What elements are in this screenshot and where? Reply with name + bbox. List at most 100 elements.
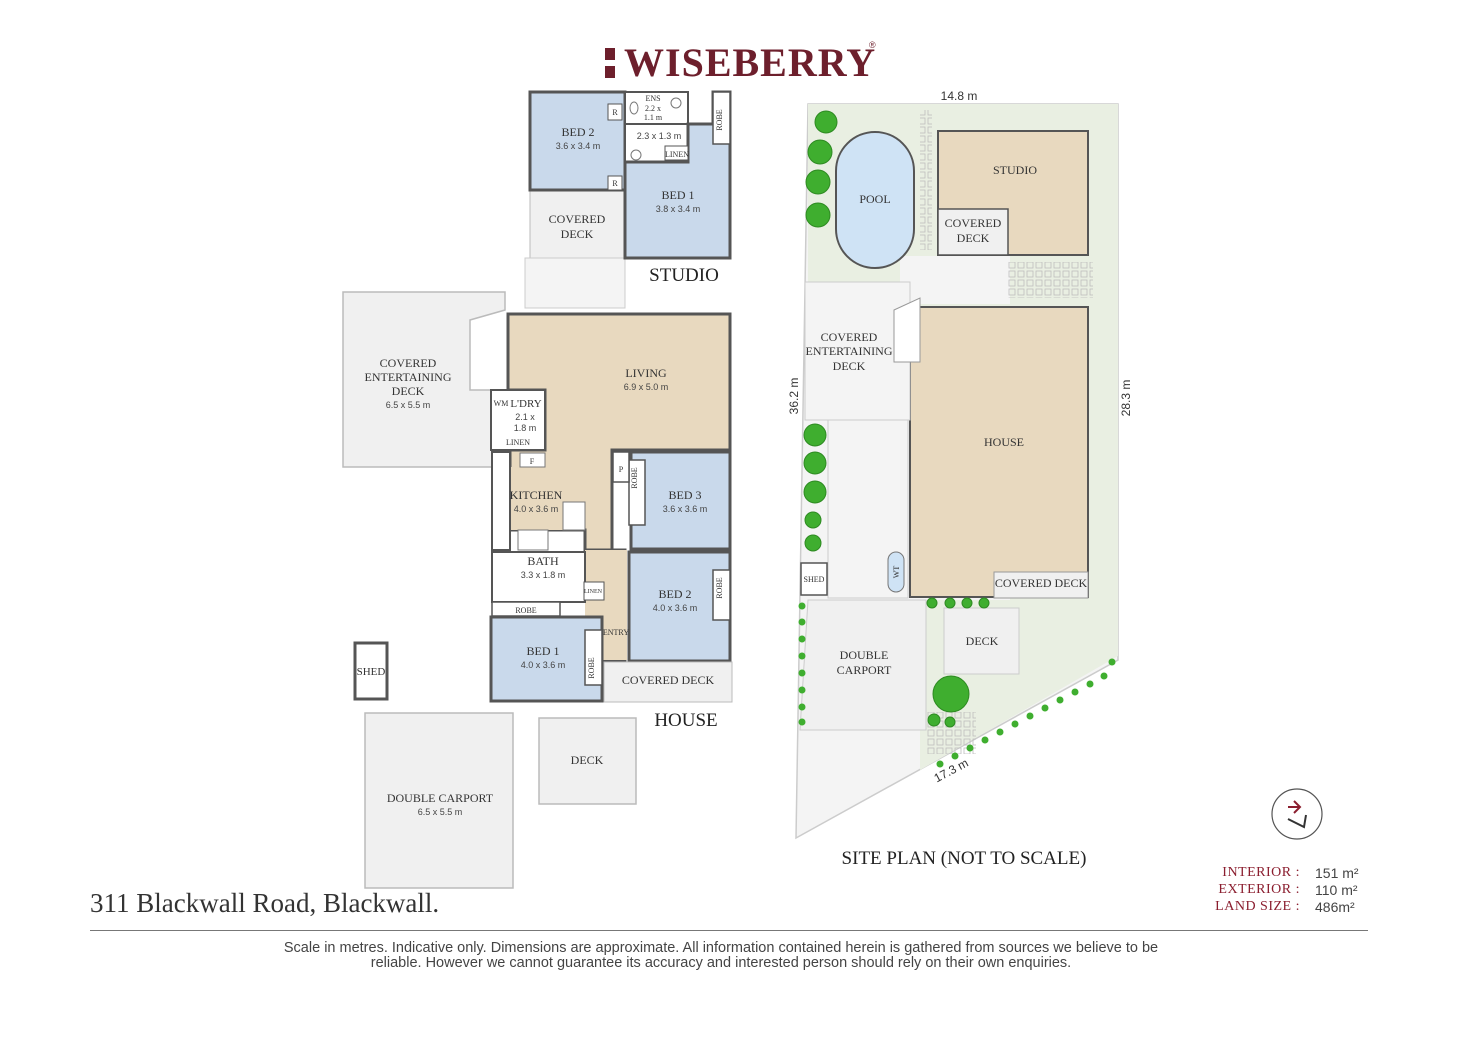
site-entertaining-deck xyxy=(804,281,911,421)
site-shed xyxy=(800,562,828,596)
area-row-exterior: EXTERIOR : 110 m² xyxy=(1205,882,1375,899)
studio-deck-line2: DECK xyxy=(561,227,594,241)
footer-divider xyxy=(90,930,1368,931)
studio-robe-label: ROBE xyxy=(715,109,724,130)
house-bed3-label: BED 3 xyxy=(669,488,702,502)
site-dim-right: 28.3 m xyxy=(1119,380,1133,417)
property-address: 311 Blackwall Road, Blackwall. xyxy=(90,888,440,918)
studio-bed1-label: BED 1 xyxy=(662,188,695,202)
site-house-label: HOUSE xyxy=(984,435,1024,449)
house-shed-label: SHED xyxy=(357,666,386,678)
site-deck xyxy=(943,607,1020,675)
brand-name: WISEBERRY xyxy=(624,40,877,85)
site-entertaining-line2: ENTERTAINING xyxy=(806,344,893,358)
studio-ens-size1: 2.2 x xyxy=(645,104,661,113)
house-linen-label: LINEN xyxy=(506,438,530,447)
house-bed2-robe-label: ROBE xyxy=(715,577,724,598)
house-living-size: 6.9 x 5.0 m xyxy=(624,382,669,392)
studio-bed2-label: BED 2 xyxy=(562,125,595,139)
house-deck-label: DECK xyxy=(571,753,604,767)
house-bed1-robe-label: ROBE xyxy=(587,657,596,678)
compass-icon xyxy=(1271,788,1323,840)
brand-registered-mark: ® xyxy=(869,40,876,50)
house-laundry-size1: 2.1 x xyxy=(515,412,535,422)
site-dim-top: 14.8 m xyxy=(941,89,978,103)
site-house-covered-deck-label: COVERED DECK xyxy=(995,576,1088,590)
house-laundry-label: L'DRY xyxy=(510,398,541,410)
studio-bath-size: 2.3 x 1.3 m xyxy=(637,131,682,141)
house-bath-robe-label: ROBE xyxy=(515,606,536,615)
site-dim-left: 36.2 m xyxy=(787,378,801,415)
area-label: INTERIOR : xyxy=(1222,865,1300,880)
house-bath-label: BATH xyxy=(527,554,559,568)
site-house xyxy=(909,306,1089,598)
site-deck-label: DECK xyxy=(966,634,999,648)
house-bath-size: 3.3 x 1.8 m xyxy=(521,570,566,580)
house-laundry xyxy=(490,389,546,451)
site-studio-deck-line1: COVERED xyxy=(945,216,1002,230)
site-entertaining-line1: COVERED xyxy=(821,330,878,344)
studio-ens-label: ENS xyxy=(645,94,660,103)
studio-ens-size2: 1.1 m xyxy=(644,113,663,122)
house-kitchen-label: KITCHEN xyxy=(510,488,563,502)
site-house-covered-deck xyxy=(993,571,1089,599)
site-pool-label: POOL xyxy=(859,192,890,206)
area-label: EXTERIOR : xyxy=(1218,882,1300,897)
house-wm-label: WM xyxy=(494,399,509,408)
house-double-carport xyxy=(364,712,514,889)
house-deck xyxy=(538,717,637,805)
house-title: HOUSE xyxy=(654,710,717,731)
studio-r-top: R xyxy=(612,108,618,117)
site-vegetation xyxy=(803,110,990,728)
site-pool xyxy=(835,131,915,269)
brand-logo-mark xyxy=(605,48,615,78)
house-bath-linen-label: LINEN xyxy=(584,589,603,595)
house-entertaining-line1: COVERED xyxy=(380,356,437,370)
studio-title: STUDIO xyxy=(649,265,719,286)
house-bed1-size: 4.0 x 3.6 m xyxy=(521,660,566,670)
house-bed3-robe-label: ROBE xyxy=(630,467,639,488)
site-water-tank xyxy=(887,551,905,593)
house-shed xyxy=(353,641,389,701)
house-fridge-label: F xyxy=(530,457,535,466)
area-value: 151 m² xyxy=(1315,865,1359,881)
house-covered-deck-label: COVERED DECK xyxy=(622,673,715,687)
site-carport-line1: DOUBLE xyxy=(840,648,889,662)
studio-r-bottom: R xyxy=(612,179,618,188)
house-living-label: LIVING xyxy=(625,366,667,380)
site-plan: 14.8 m 36.2 m 28.3 m 17.3 m POOL STUDIO … xyxy=(787,89,1133,869)
house-pantry-label: P xyxy=(619,465,624,474)
house-bed2-size: 4.0 x 3.6 m xyxy=(653,603,698,613)
area-summary: INTERIOR : 151 m² EXTERIOR : 110 m² LAND… xyxy=(1205,865,1375,916)
house-entertaining-deck xyxy=(342,291,506,468)
area-value: 110 m² xyxy=(1315,882,1358,898)
studio-bed2-size: 3.6 x 3.4 m xyxy=(556,141,601,151)
house-bed2-label: BED 2 xyxy=(659,587,692,601)
house-bathroom xyxy=(491,551,586,603)
house-carport-label: DOUBLE CARPORT xyxy=(387,791,494,805)
house-bed3-size: 3.6 x 3.6 m xyxy=(663,504,708,514)
site-hedge xyxy=(798,602,1116,768)
house-entertaining-size: 6.5 x 5.5 m xyxy=(386,400,431,410)
site-carport-line2: CARPORT xyxy=(837,663,892,677)
house-entertaining-line3: DECK xyxy=(392,384,425,398)
site-entertaining-line3: DECK xyxy=(833,359,866,373)
site-studio-deck-line2: DECK xyxy=(957,231,990,245)
house-plan: LIVING 6.9 x 5.0 m COVERED ENTERTAINING … xyxy=(342,291,733,889)
house-bed1-label: BED 1 xyxy=(527,644,560,658)
disclaimer-text: Scale in metres. Indicative only. Dimens… xyxy=(283,940,1159,971)
house-entry-label: ENTRY xyxy=(603,628,629,637)
studio-bed1-size: 3.8 x 3.4 m xyxy=(656,204,701,214)
house-carport-size: 6.5 x 5.5 m xyxy=(418,807,463,817)
site-shed-label: SHED xyxy=(804,575,825,584)
studio-covered-deck xyxy=(529,189,626,259)
area-value: 486m² xyxy=(1315,899,1355,915)
site-water-tank-label: WT xyxy=(892,566,901,579)
area-row-land-size: LAND SIZE : 486m² xyxy=(1205,899,1375,916)
house-laundry-size2: 1.8 m xyxy=(514,423,537,433)
house-covered-deck xyxy=(603,661,733,703)
studio-deck-line1: COVERED xyxy=(549,212,606,226)
house-entertaining-line2: ENTERTAINING xyxy=(365,370,452,384)
studio-linen-label: LINEN xyxy=(665,150,689,159)
